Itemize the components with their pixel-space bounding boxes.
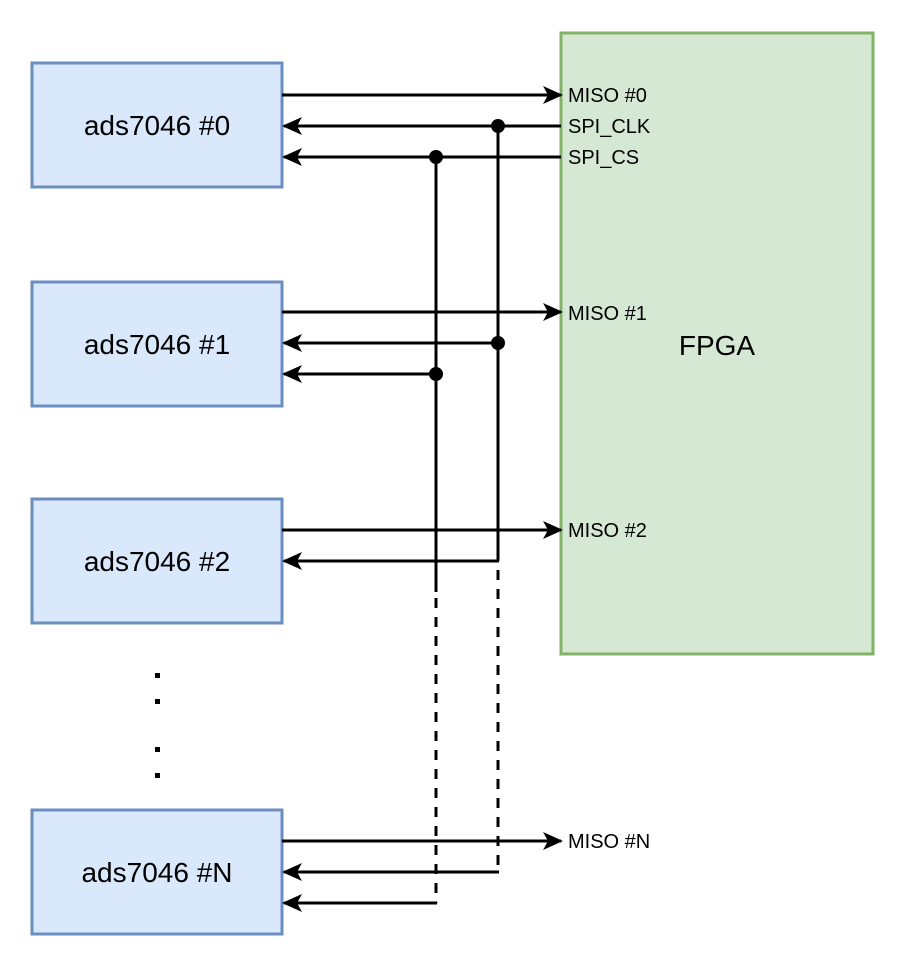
- fpga-block: FPGA MISO #0 SPI_CLK SPI_CS MISO #1 MISO…: [559, 31, 875, 853]
- adc-block-1: ads7046 #1: [30, 280, 284, 408]
- ellipsis-dot: [155, 673, 160, 678]
- adc-label: ads7046 #1: [84, 329, 230, 360]
- adc-label: ads7046 #N: [81, 857, 232, 888]
- port-miso-1-label: MISO #1: [568, 303, 647, 325]
- adc-rect: [30, 808, 284, 936]
- ellipsis-dot: [155, 773, 160, 778]
- fpga-label: FPGA: [679, 330, 756, 361]
- adc-block-0: ads7046 #0: [30, 61, 284, 189]
- port-miso-2-label: MISO #2: [568, 520, 647, 542]
- adc-block-2: ads7046 #2: [30, 497, 284, 625]
- bus-lines: [434, 126, 500, 903]
- port-miso-0-label: MISO #0: [568, 85, 647, 107]
- junction-dot: [429, 150, 443, 164]
- ellipsis-dots: [155, 673, 160, 778]
- row-1-wires: [282, 303, 563, 383]
- junction-dot: [491, 336, 505, 350]
- row-0-wires: [282, 86, 563, 166]
- row-n-wires: [282, 832, 563, 912]
- junction-dot: [429, 367, 443, 381]
- adc-label: ads7046 #2: [84, 546, 230, 577]
- adc-label: ads7046 #0: [84, 110, 230, 141]
- adc-rect: [30, 280, 284, 408]
- port-spi-cs-label: SPI_CS: [568, 147, 639, 169]
- row-2-wires: [282, 521, 563, 570]
- port-spi-clk-label: SPI_CLK: [568, 116, 651, 138]
- adc-block-n: ads7046 #N: [30, 808, 284, 936]
- junction-dot: [491, 119, 505, 133]
- port-miso-n-label: MISO #N: [568, 831, 650, 853]
- adc-rect: [30, 61, 284, 189]
- fpga-rect: [559, 31, 875, 656]
- ellipsis-dot: [155, 699, 160, 704]
- ellipsis-dot: [155, 747, 160, 752]
